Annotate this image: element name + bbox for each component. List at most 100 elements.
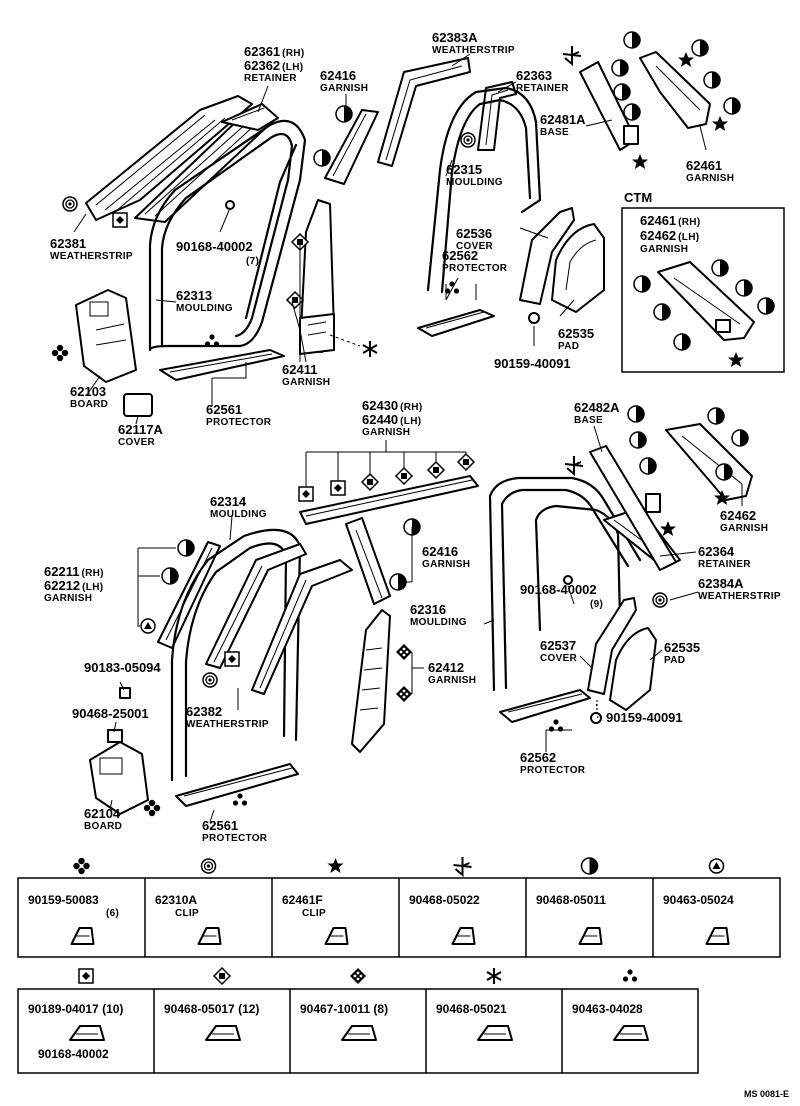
legend-cell: 90189-04017 (10)90168-40002: [28, 968, 123, 1061]
part-62481A-base: [579, 61, 639, 151]
part-name: GARNISH: [320, 83, 368, 94]
diamond-square-icon: [395, 467, 413, 485]
part-number: 62315: [446, 162, 482, 177]
part-name: RETAINER: [698, 559, 751, 570]
three-dots-icon: [204, 334, 220, 347]
part-number: 62482A: [574, 400, 620, 415]
part-62535-pad-upper: [551, 223, 605, 313]
half-circle-icon: [580, 857, 599, 875]
half-circle-icon: [735, 279, 753, 297]
part-number: 62383A: [432, 30, 478, 45]
three-dots-icon: [232, 793, 248, 806]
part-number: 62316: [410, 602, 446, 617]
diamond-square-icon: [457, 453, 475, 471]
part-number: 62535: [558, 326, 594, 341]
part-name: PROTECTOR: [520, 765, 586, 776]
square-diamond-icon: [78, 968, 94, 984]
diamond-square-icon: [286, 291, 304, 309]
part-62315-moulding: [426, 86, 542, 294]
asterisk-icon: [362, 340, 378, 358]
part-number: 62211(RH): [44, 564, 104, 579]
legend-cell: 90468-05022: [398, 856, 480, 957]
callout-c27: 90168-40002(9): [520, 582, 603, 610]
pinwheel-icon: [564, 455, 584, 475]
part-name: BOARD: [70, 399, 108, 410]
legend-cell: 90463-04028: [561, 969, 649, 1073]
legend-part-name: CLIP: [302, 908, 326, 919]
part-number: 62117A: [118, 422, 163, 437]
part-name: PAD: [664, 655, 685, 666]
part-62561-protector-lower: [175, 763, 299, 807]
callout-c23: 62211(RH)62212(LH)GARNISH: [44, 564, 104, 604]
half-circle-icon: [177, 539, 195, 557]
part-62561-protector-upper: [159, 349, 285, 381]
part-name: WEATHERSTRIP: [50, 251, 133, 262]
half-circle-icon: [611, 59, 629, 77]
fastener-drawing: [341, 1025, 377, 1041]
half-circle-icon: [715, 463, 733, 481]
part-62430-garnish: [299, 451, 479, 525]
legend-qty: (6): [106, 908, 119, 919]
ctm-garnish-drawing: [657, 261, 755, 341]
part-number: 90183-05094: [84, 660, 161, 675]
half-circle-icon: [335, 105, 353, 123]
half-circle-icon: [623, 103, 641, 121]
part-62562-protector-lower: [499, 689, 591, 723]
part-name: MOULDING: [410, 617, 467, 628]
part-number: 62461: [686, 158, 722, 173]
half-circle-icon: [633, 275, 651, 293]
part-62383A-weatherstrip: [377, 57, 471, 167]
three-dots-icon: [444, 281, 460, 294]
part-name: WEATHERSTRIP: [432, 45, 515, 56]
part-qty: (9): [590, 599, 603, 610]
half-circle-icon: [623, 31, 641, 49]
cross-flower-icon: [143, 799, 161, 817]
diamond-square-icon: [213, 967, 231, 985]
part-62462-garnish-lower: [665, 423, 753, 501]
fastener-drawing: [69, 1025, 105, 1041]
part-name: GARNISH: [362, 427, 410, 438]
half-circle-icon: [629, 431, 647, 449]
star-icon: [327, 858, 344, 873]
diamond-dots-icon: [396, 644, 412, 660]
part-number: 62381: [50, 236, 86, 251]
part-number: 62103: [70, 384, 106, 399]
lower-section: [89, 423, 753, 815]
part-62535-pad-lower: [609, 627, 657, 711]
legend-cell: 90468-05021: [425, 967, 513, 1073]
star-icon: [678, 52, 694, 67]
half-circle-icon: [161, 567, 179, 585]
square-diamond-icon: [298, 486, 314, 502]
pinwheel-icon: [452, 856, 473, 876]
part-number: 62537: [540, 638, 576, 653]
part-name: BASE: [540, 127, 569, 138]
part-qty: (7): [246, 256, 259, 267]
part-number: 62364: [698, 544, 735, 559]
part-90183-05094: [119, 687, 131, 699]
callout-c1: 62361(RH)62362(LH)RETAINER: [244, 44, 304, 84]
star-icon: [660, 521, 676, 536]
three-dots-icon: [622, 969, 638, 982]
part-name: COVER: [456, 241, 494, 252]
diamond-square-icon: [361, 473, 379, 491]
part-name: COVER: [540, 653, 578, 664]
